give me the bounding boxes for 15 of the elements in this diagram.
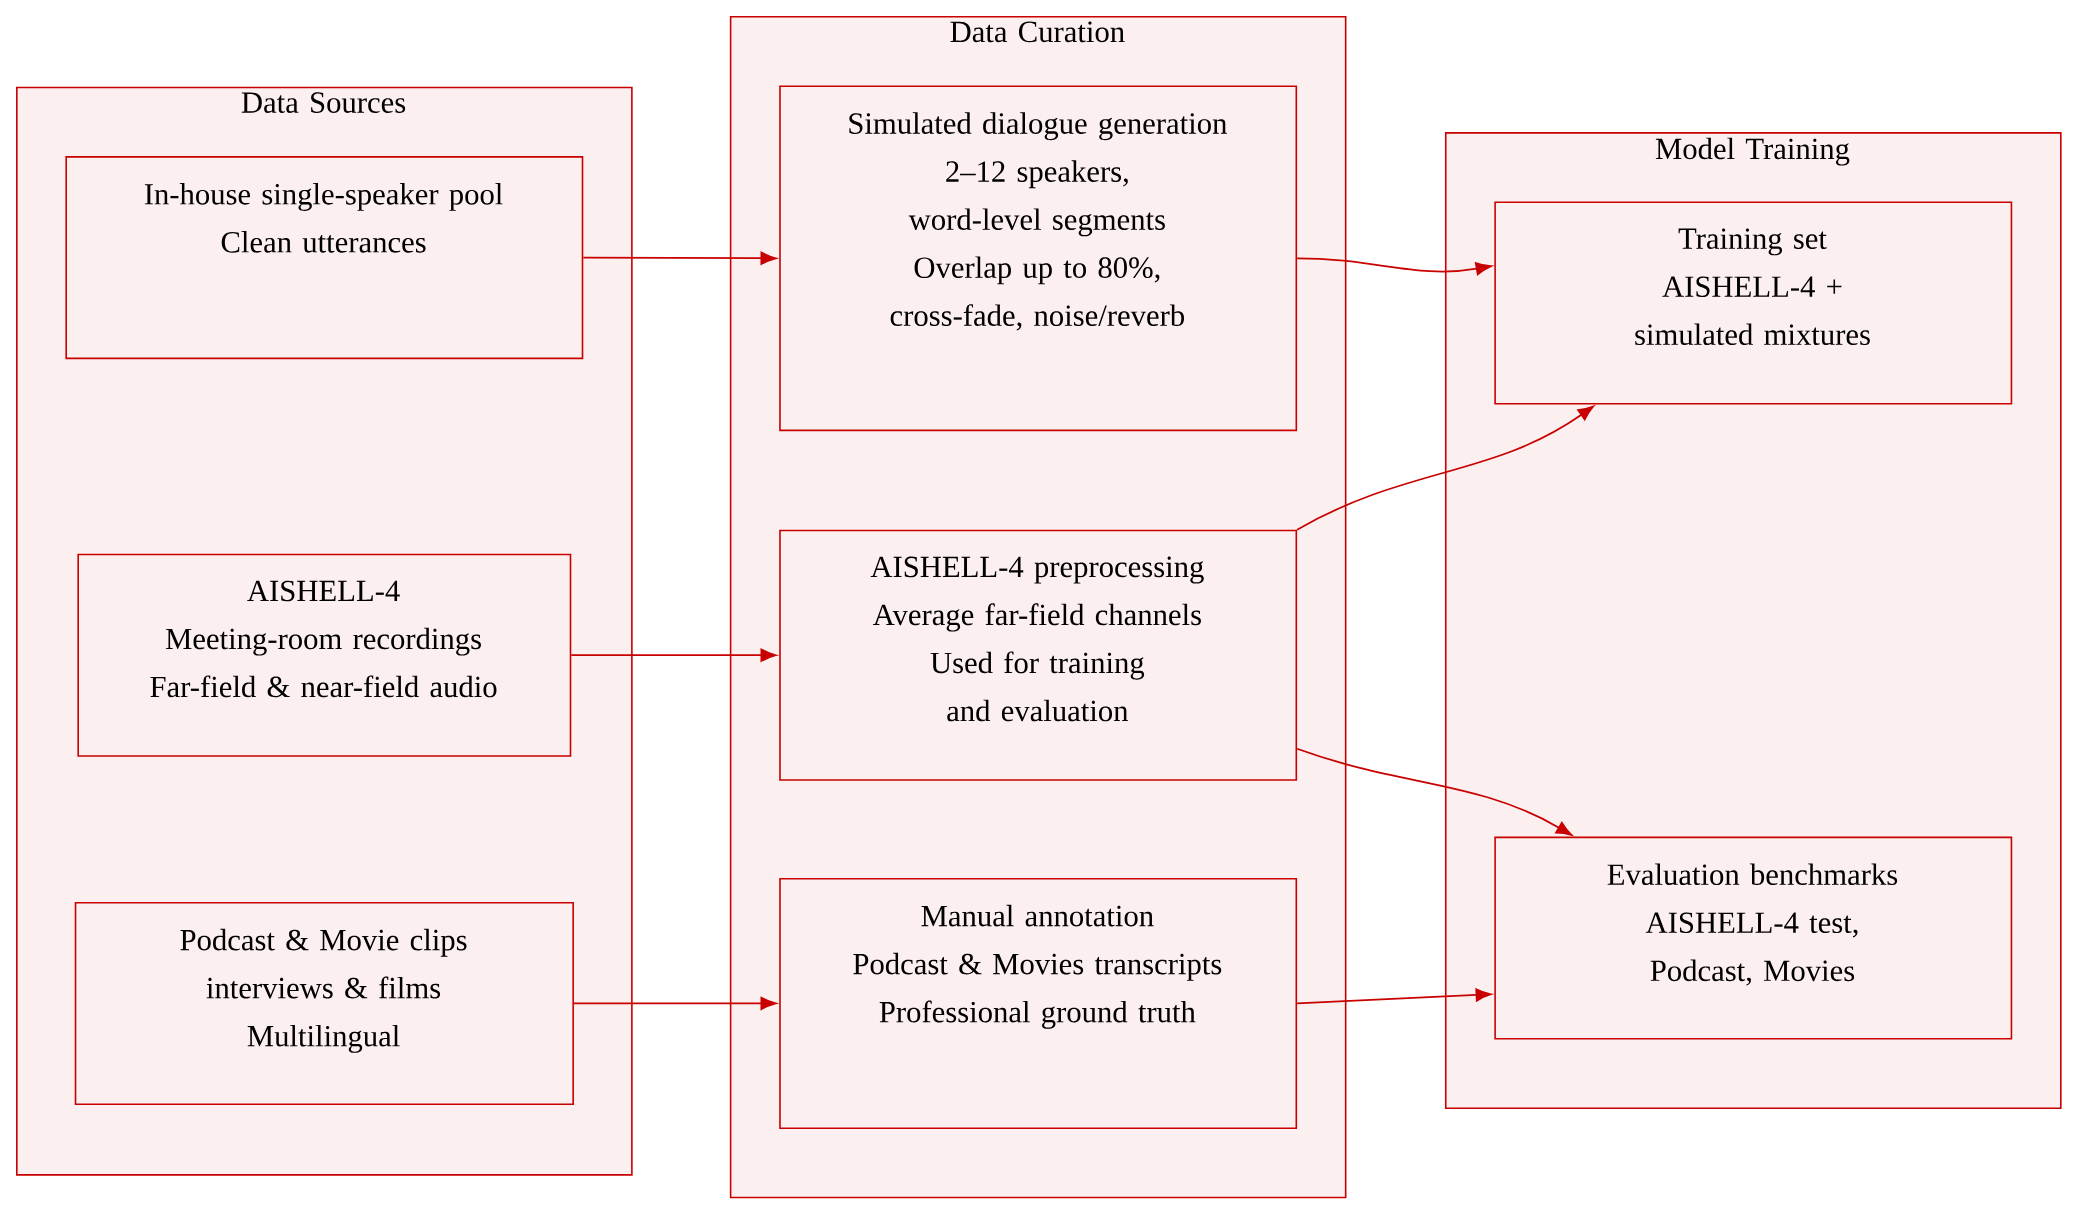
process-box: Evaluation benchmarks AISHELL-4 test, Podcast, Movies [1494,836,2013,1040]
process-box: Simulated dialogue generation 2–12 speakers, word-level segments Overlap up to 80%, cross-fade, noise/reverb [779,85,1298,431]
arrow [1296,257,1492,276]
arrow [570,648,777,662]
arrow [573,996,777,1010]
arrow [1296,747,1573,836]
process-box: In-house single-speaker pool Clean utterances [65,155,584,359]
arrow [582,251,777,265]
arrow [1296,988,1492,1005]
process-box: Manual annotation Podcast & Movies transcripts Professional ground truth [779,877,1298,1129]
arrow [1296,405,1595,531]
process-box: AISHELL-4 Meeting-room recordings Far-field & near-field audio [77,553,572,757]
process-box: Podcast & Movie clips interviews & films Multilingual [74,901,574,1105]
process-box: AISHELL-4 preprocessing Average far-field channels Used for training and evaluation [779,529,1298,781]
process-box: Training set AISHELL-4 + simulated mixtures [1494,201,2013,405]
